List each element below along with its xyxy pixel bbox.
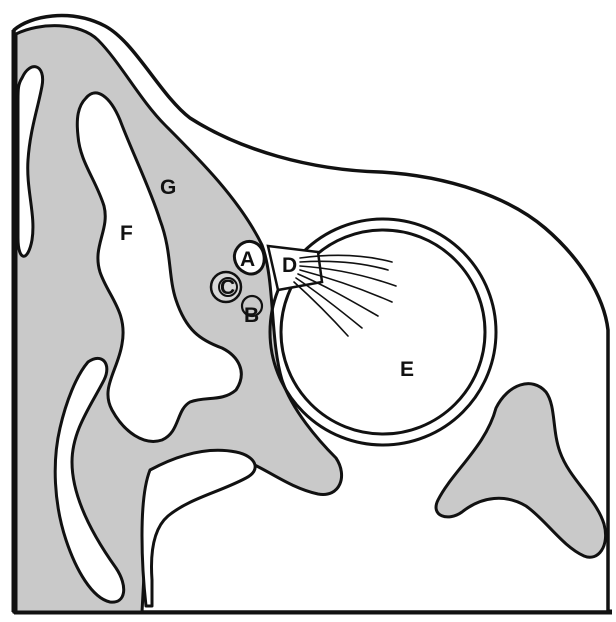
label-e: E [400,358,414,381]
label-c: C [220,276,235,299]
label-d: D [282,254,297,277]
label-f: F [120,222,133,245]
label-g: G [160,176,176,199]
label-a: A [240,248,255,271]
label-b: B [244,304,259,327]
